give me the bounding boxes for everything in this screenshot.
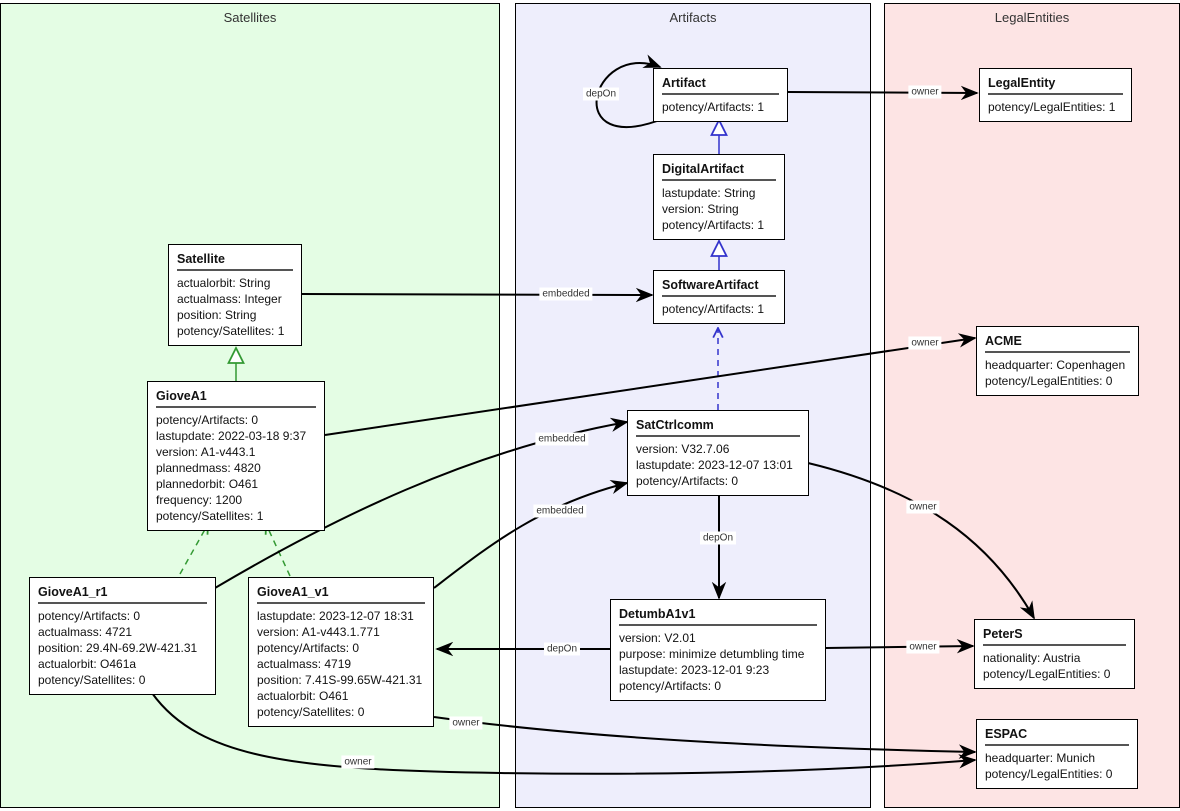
edge-label-artifact-owner: owner — [908, 85, 942, 99]
node-attribute: actualorbit: O461 — [257, 689, 349, 703]
edge-label-r1-embedded: embedded — [535, 432, 589, 446]
edge-label-r1-owner: owner — [341, 755, 375, 769]
node-software-artifact[interactable]: SoftwareArtifact potency/Artifacts: 1 — [653, 270, 785, 324]
node-attribute: lastupdate: String — [662, 186, 756, 200]
node-attribute: potency/Artifacts: 0 — [156, 413, 259, 427]
node-attribute: headquarter: Munich — [985, 751, 1096, 765]
edge-label-satellite-embedded: embedded — [539, 287, 593, 301]
node-satctrlcomm[interactable]: SatCtrlcomm version: V32.7.06 lastupdate… — [627, 410, 809, 496]
node-artifact[interactable]: Artifact potency/Artifacts: 1 — [653, 68, 788, 122]
node-giovea1[interactable]: GioveA1 potency/Artifacts: 0 lastupdate:… — [147, 381, 325, 531]
node-title: GioveA1_v1 — [257, 585, 425, 604]
node-attribute: potency/LegalEntities: 0 — [985, 767, 1113, 781]
node-attribute: potency/Artifacts: 1 — [662, 100, 765, 114]
node-title: Artifact — [662, 76, 779, 95]
node-attribute: potency/LegalEntities: 1 — [988, 100, 1116, 114]
node-peters[interactable]: PeterS nationality: Austria potency/Lega… — [974, 619, 1135, 689]
node-attribute: purpose: minimize detumbling time — [619, 647, 805, 661]
node-attribute: actualorbit: String — [177, 276, 271, 290]
node-title: PeterS — [983, 627, 1126, 646]
node-attribute: plannedmass: 4820 — [156, 461, 261, 475]
edge-label-artifact-depon: depOn — [582, 87, 620, 101]
node-attribute: lastupdate: 2023-12-07 13:01 — [636, 458, 793, 472]
node-title: DetumbA1v1 — [619, 607, 817, 626]
node-attribute: position: 29.4N-69.2W-421.31 — [38, 641, 198, 655]
node-title: SatCtrlcomm — [636, 418, 800, 437]
swimlane-title: LegalEntities — [994, 10, 1070, 25]
node-attribute: lastupdate: 2022-03-18 9:37 — [156, 429, 307, 443]
node-acme[interactable]: ACME headquarter: Copenhagen potency/Leg… — [976, 326, 1139, 396]
swimlane-title: Satellites — [223, 10, 277, 25]
node-attribute: potency/Artifacts: 0 — [38, 609, 141, 623]
node-attribute: actualmass: 4719 — [257, 657, 352, 671]
node-giovea1-v1[interactable]: GioveA1_v1 lastupdate: 2023-12-07 18:31 … — [248, 577, 434, 727]
node-attribute: position: String — [177, 308, 257, 322]
node-attribute: potency/Artifacts: 0 — [619, 679, 722, 693]
node-attribute: nationality: Austria — [983, 651, 1081, 665]
node-title: ACME — [985, 334, 1130, 353]
node-attribute: potency/Artifacts: 1 — [662, 302, 765, 316]
node-attribute: potency/Artifacts: 0 — [257, 641, 360, 655]
edge-label-giovea1-owner: owner — [908, 336, 942, 350]
node-title: LegalEntity — [988, 76, 1123, 95]
node-attribute: version: V2.01 — [619, 631, 696, 645]
node-satellite[interactable]: Satellite actualorbit: String actualmass… — [168, 244, 302, 346]
node-attribute: actualmass: Integer — [177, 292, 282, 306]
node-legal-entity[interactable]: LegalEntity potency/LegalEntities: 1 — [979, 68, 1132, 122]
node-attribute: position: 7.41S-99.65W-421.31 — [257, 673, 423, 687]
node-attribute: potency/LegalEntities: 0 — [985, 374, 1113, 388]
node-attribute: potency/Satellites: 0 — [257, 705, 365, 719]
node-attribute: version: V32.7.06 — [636, 442, 730, 456]
node-attribute: version: A1-v443.1.771 — [257, 625, 380, 639]
node-title: GioveA1_r1 — [38, 585, 207, 604]
node-digital-artifact[interactable]: DigitalArtifact lastupdate: String versi… — [653, 154, 785, 240]
edge-label-satctrl-owner: owner — [906, 500, 940, 514]
swimlane-title: Artifacts — [669, 10, 717, 25]
node-attribute: plannedorbit: O461 — [156, 477, 259, 491]
node-attribute: potency/Satellites: 1 — [156, 509, 264, 523]
edge-label-satctrl-depon: depOn — [699, 531, 737, 545]
node-attribute: lastupdate: 2023-12-01 9:23 — [619, 663, 770, 677]
edge-label-v1-embedded: embedded — [533, 504, 587, 518]
node-attribute: potency/Artifacts: 1 — [662, 218, 765, 232]
node-title: Satellite — [177, 252, 293, 271]
node-title: ESPAC — [985, 727, 1129, 746]
node-attribute: headquarter: Copenhagen — [985, 358, 1126, 372]
node-detumba1v1[interactable]: DetumbA1v1 version: V2.01 purpose: minim… — [610, 599, 826, 701]
node-attribute: actualorbit: O461a — [38, 657, 137, 671]
node-attribute: lastupdate: 2023-12-07 18:31 — [257, 609, 414, 623]
node-attribute: version: A1-v443.1 — [156, 445, 256, 459]
node-espac[interactable]: ESPAC headquarter: Munich potency/LegalE… — [976, 719, 1138, 789]
edge-label-detumb-depon: depOn — [543, 642, 581, 656]
node-attribute: frequency: 1200 — [156, 493, 243, 507]
node-attribute: version: String — [662, 202, 739, 216]
node-title: DigitalArtifact — [662, 162, 776, 181]
node-attribute: potency/LegalEntities: 0 — [983, 667, 1111, 681]
node-attribute: actualmass: 4721 — [38, 625, 133, 639]
node-title: SoftwareArtifact — [662, 278, 776, 297]
node-attribute: potency/Satellites: 1 — [177, 324, 285, 338]
node-attribute: potency/Artifacts: 0 — [636, 474, 739, 488]
edge-label-detumb-owner: owner — [906, 640, 940, 654]
edge-label-v1-owner: owner — [449, 716, 483, 730]
node-title: GioveA1 — [156, 389, 316, 408]
node-giovea1-r1[interactable]: GioveA1_r1 potency/Artifacts: 0 actualma… — [29, 577, 216, 695]
node-attribute: potency/Satellites: 0 — [38, 673, 146, 687]
